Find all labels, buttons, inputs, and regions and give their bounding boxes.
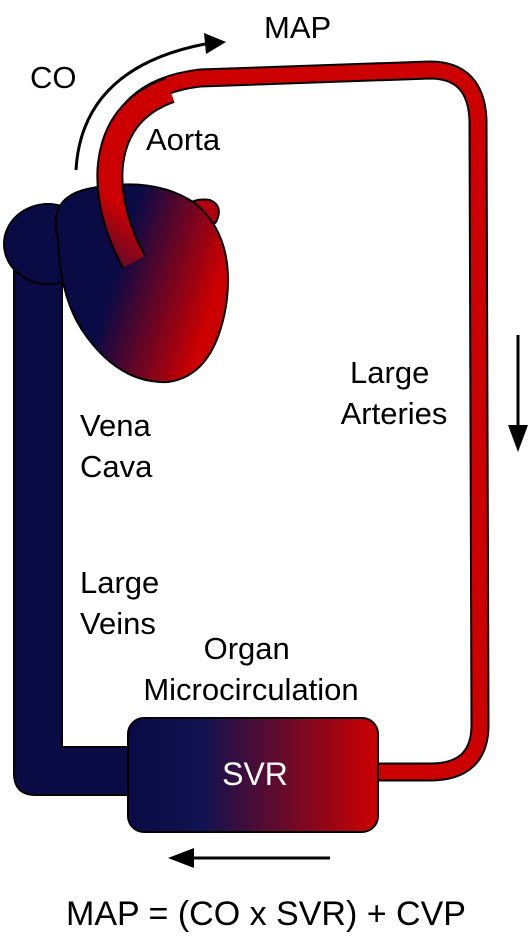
large-veins-label: Large Veins <box>80 565 168 641</box>
co-label: CO <box>30 60 77 95</box>
vena-cava-label: Vena Cava <box>80 408 159 484</box>
organ-microcirculation-label: Organ Microcirculation <box>143 631 358 707</box>
cardiac-output-arrowhead <box>204 33 226 54</box>
leftward-flow-arrow <box>168 848 330 868</box>
svr-label: SVR <box>222 756 288 792</box>
heart-ventricles <box>56 184 228 382</box>
formula-text: MAP = (CO x SVR) + CVP <box>66 895 466 933</box>
map-label: MAP <box>264 10 331 45</box>
large-arteries-label: Large Arteries <box>341 355 448 431</box>
downward-flow-arrow <box>508 335 528 452</box>
leftward-flow-arrowhead <box>168 848 194 868</box>
aorta-label: Aorta <box>146 122 221 157</box>
downward-flow-arrowhead <box>508 425 528 452</box>
